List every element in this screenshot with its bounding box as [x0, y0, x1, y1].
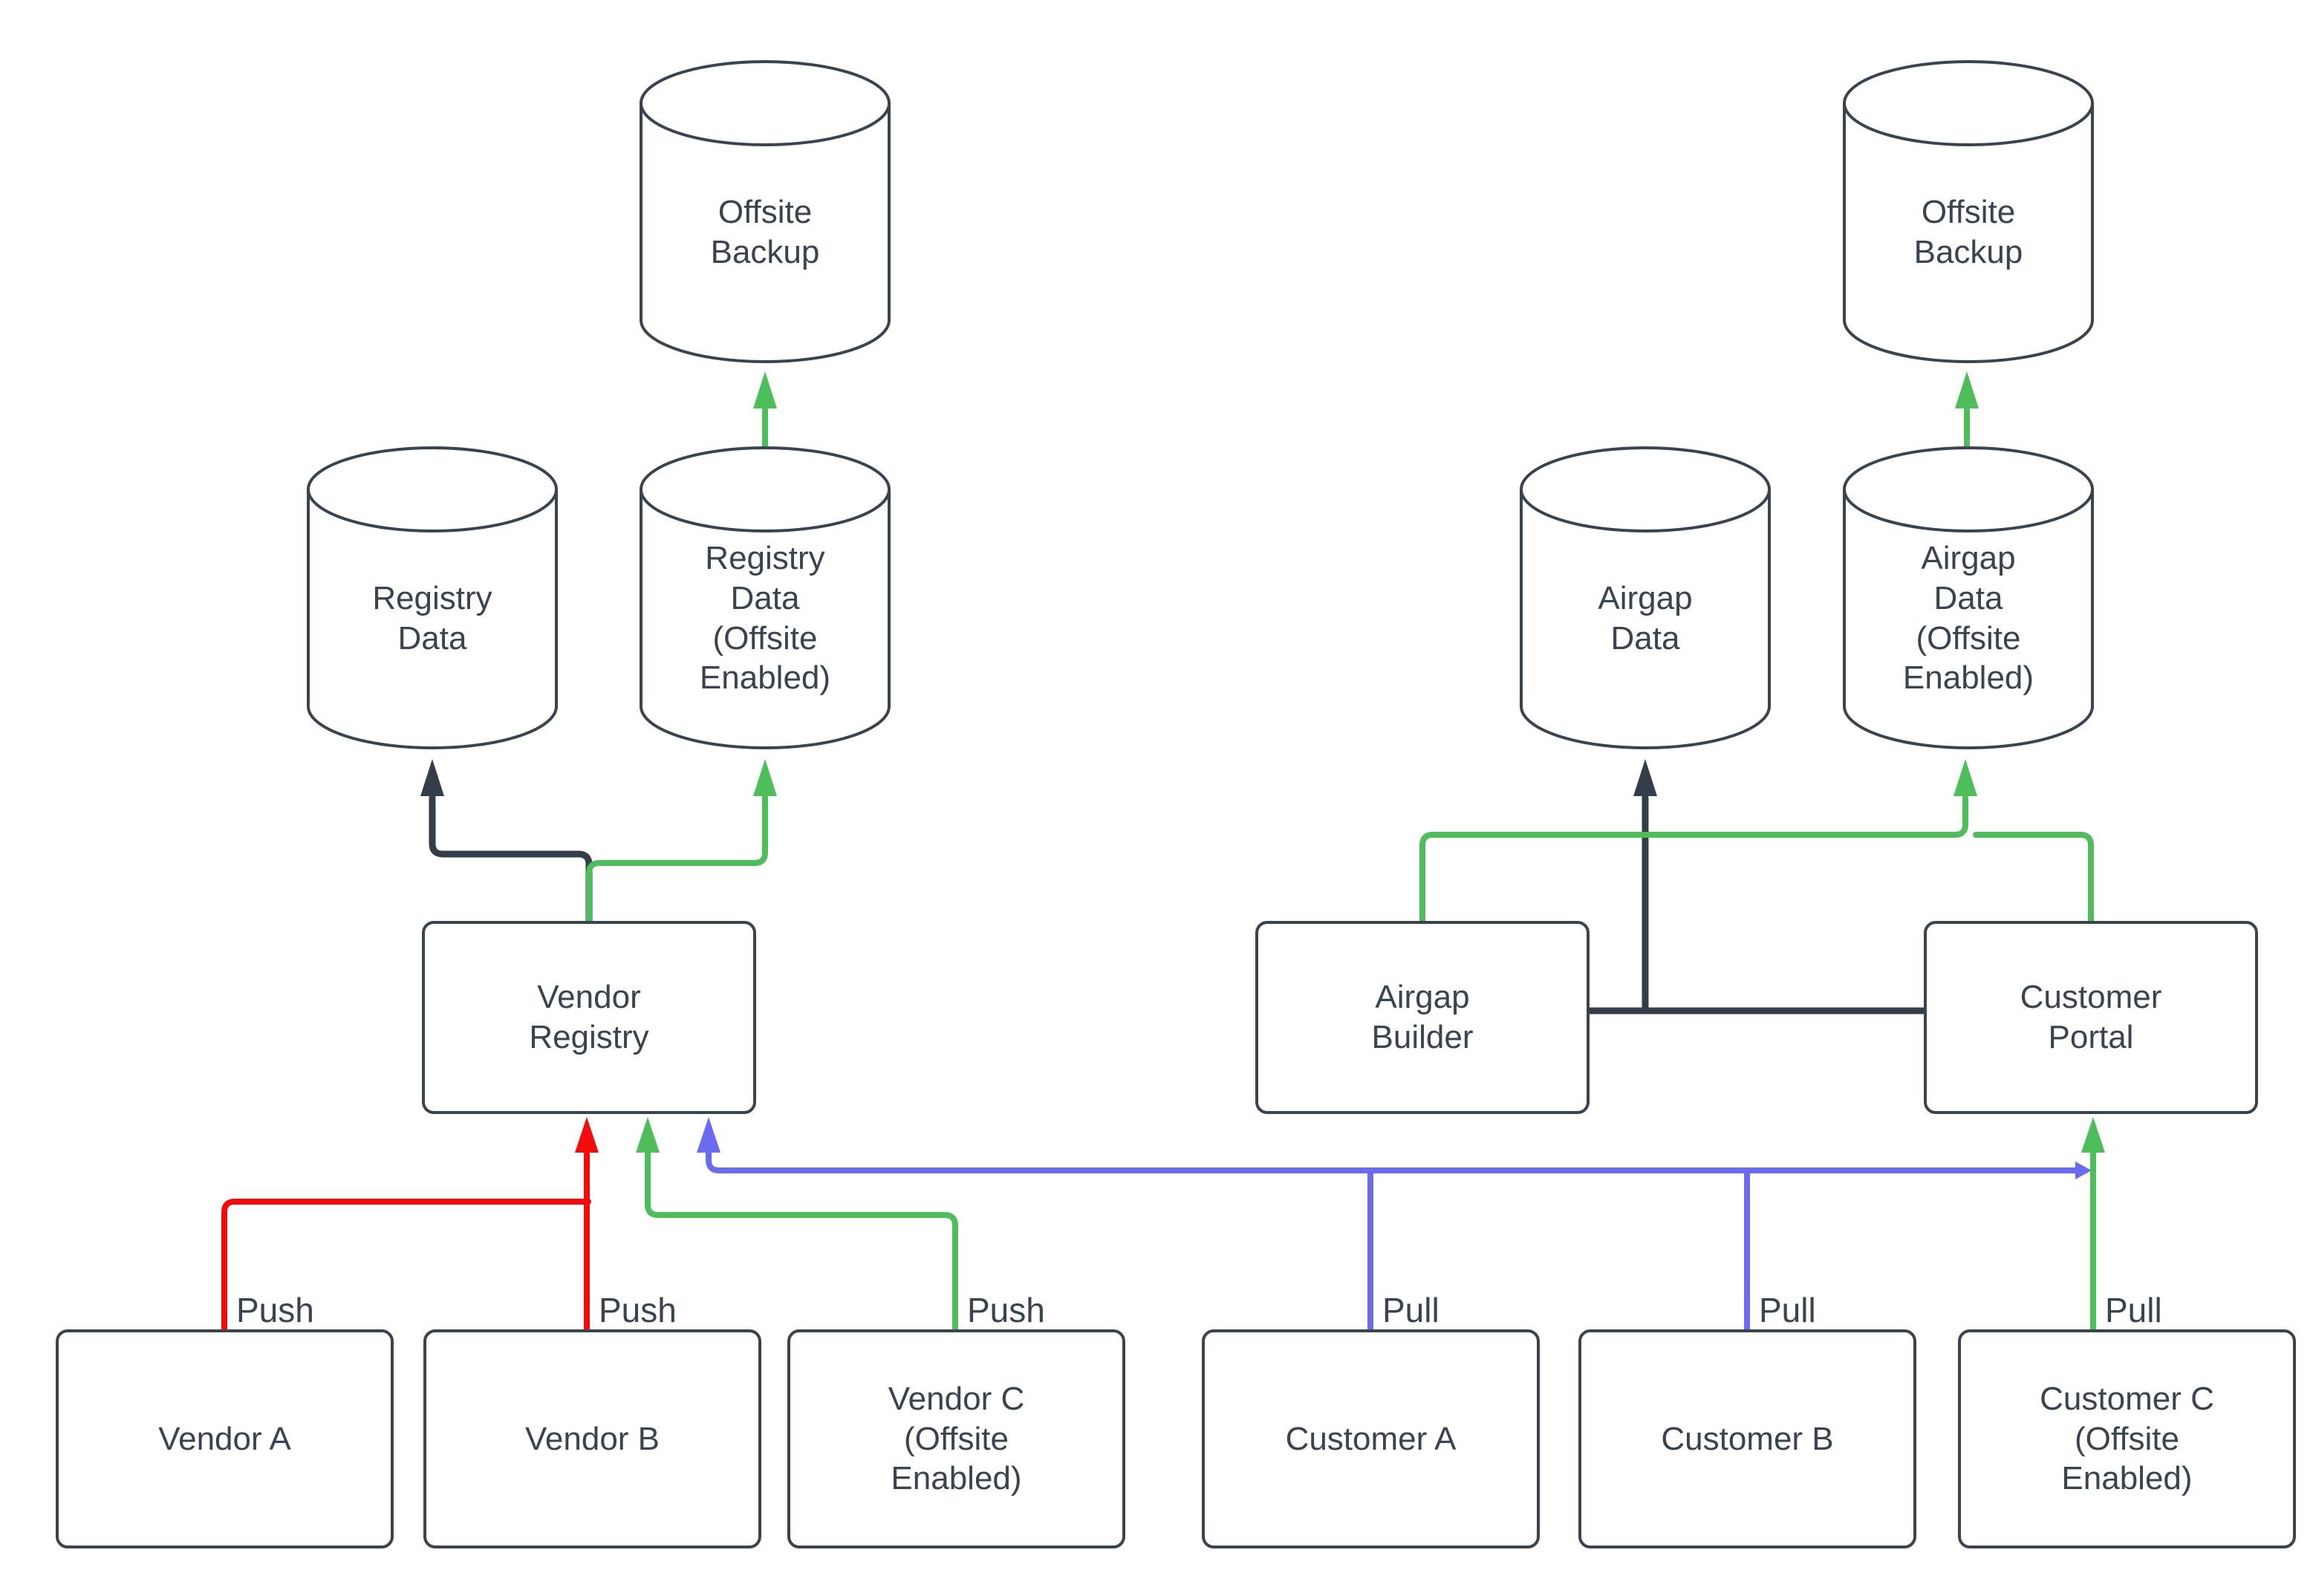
- arrowhead-vendor-push: [575, 1117, 599, 1153]
- edge-label-push-vendor-b: Push: [599, 1291, 677, 1329]
- node-customer-portal: Customer Portal: [1924, 921, 2258, 1114]
- node-vendor-c: Vendor C (Offsite Enabled): [787, 1329, 1125, 1548]
- node-label-vendor-registry: Vendor Registry: [529, 979, 649, 1055]
- edge-vendor-c-push: [645, 1151, 958, 1332]
- node-label-vendor-c: Vendor C (Offsite Enabled): [888, 1380, 1025, 1497]
- node-airgap-builder: Airgap Builder: [1255, 921, 1590, 1114]
- edge-label-push-vendor-a: Push: [236, 1291, 314, 1329]
- cylinder-offsite-backup-right: Offsite Backup: [1842, 59, 2095, 364]
- edge-customer-pull-main: [706, 1150, 2083, 1173]
- node-vendor-registry: Vendor Registry: [422, 921, 756, 1114]
- cylinder-airgap-data-offsite: Airgap Data (Offsite Enabled): [1842, 446, 2095, 750]
- arrowhead-airgap-data-offsite: [1953, 759, 1977, 796]
- edge-label-pull-customer-c: Pull: [2105, 1291, 2162, 1329]
- cylinder-registry-data: Registry Data: [306, 446, 559, 750]
- node-label-vendor-a: Vendor A: [158, 1420, 291, 1457]
- edge-label-pull-customer-b: Pull: [1759, 1291, 1816, 1329]
- node-customer-a: Customer A: [1202, 1329, 1540, 1548]
- edge-vendor-a-push: [221, 1199, 591, 1332]
- node-vendor-b: Vendor B: [423, 1329, 761, 1548]
- cylinder-label-airgap-data: Airgap Data: [1598, 579, 1693, 657]
- edge-registry-to-registry-data: [429, 794, 593, 925]
- cylinder-label-offsite-backup-right: Offsite Backup: [1913, 193, 2023, 270]
- arrowhead-airgap-data: [1633, 759, 1657, 796]
- node-label-customer-a: Customer A: [1285, 1420, 1457, 1457]
- arrowhead-pull-registry: [697, 1117, 720, 1153]
- cylinder-label-registry-data: Registry Data: [372, 579, 492, 657]
- edge-builder-to-airgap-offsite: [1419, 795, 1968, 924]
- cylinder-registry-data-offsite: Registry Data (Offsite Enabled): [639, 446, 891, 750]
- arrowhead-customer-c-pull: [2081, 1117, 2105, 1153]
- node-customer-b: Customer B: [1578, 1329, 1916, 1548]
- cylinder-label-offsite-backup-left: Offsite Backup: [710, 193, 820, 270]
- edge-registry-to-offsite-registry-data: [586, 795, 768, 924]
- node-label-customer-b: Customer B: [1661, 1420, 1834, 1457]
- node-label-vendor-b: Vendor B: [524, 1420, 660, 1457]
- cylinder-airgap-data: Airgap Data: [1519, 446, 1772, 750]
- node-vendor-a: Vendor A: [56, 1329, 394, 1548]
- cylinder-offsite-backup-left: Offsite Backup: [639, 59, 891, 364]
- arrowhead-registry-data-offsite: [753, 759, 777, 796]
- arrowhead-pull-end: [2075, 1162, 2092, 1179]
- node-label-airgap-builder: Airgap Builder: [1371, 979, 1474, 1055]
- arrowhead-vendor-c-push: [636, 1117, 660, 1153]
- edge-portal-to-airgap-offsite: [1973, 832, 2094, 924]
- arrowhead-offsite-backup-left: [753, 371, 777, 408]
- node-label-customer-c: Customer C (Offsite Enabled): [2040, 1380, 2214, 1497]
- cylinder-label-airgap-data-offsite: Airgap Data (Offsite Enabled): [1902, 540, 2034, 697]
- edge-label-pull-customer-a: Pull: [1382, 1291, 1439, 1329]
- edge-label-push-vendor-c: Push: [967, 1291, 1045, 1329]
- node-customer-c: Customer C (Offsite Enabled): [1958, 1329, 2296, 1548]
- cylinder-label-registry-data-offsite: Registry Data (Offsite Enabled): [699, 540, 831, 697]
- arrowhead-registry-data: [420, 759, 444, 796]
- node-label-customer-portal: Customer Portal: [2020, 979, 2162, 1055]
- arrowhead-offsite-backup-right: [1955, 371, 1979, 408]
